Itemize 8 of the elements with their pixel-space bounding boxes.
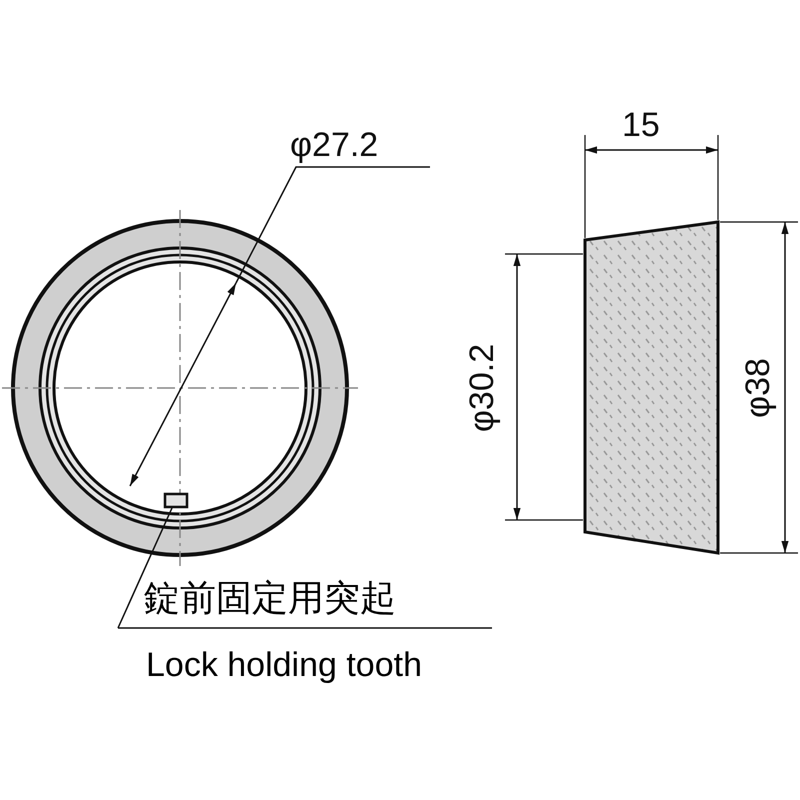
- callout-label: 錠前固定用突起: [144, 580, 396, 616]
- dimension-label: 15: [622, 108, 660, 142]
- leader-line: [117, 508, 173, 628]
- dimension-label: φ27.2: [290, 128, 378, 162]
- tooth-notch: [164, 492, 188, 508]
- dimension-label: φ30.2: [465, 344, 499, 432]
- dimension-label: φ38: [741, 358, 775, 418]
- callout-label: Lock holding tooth: [146, 648, 422, 682]
